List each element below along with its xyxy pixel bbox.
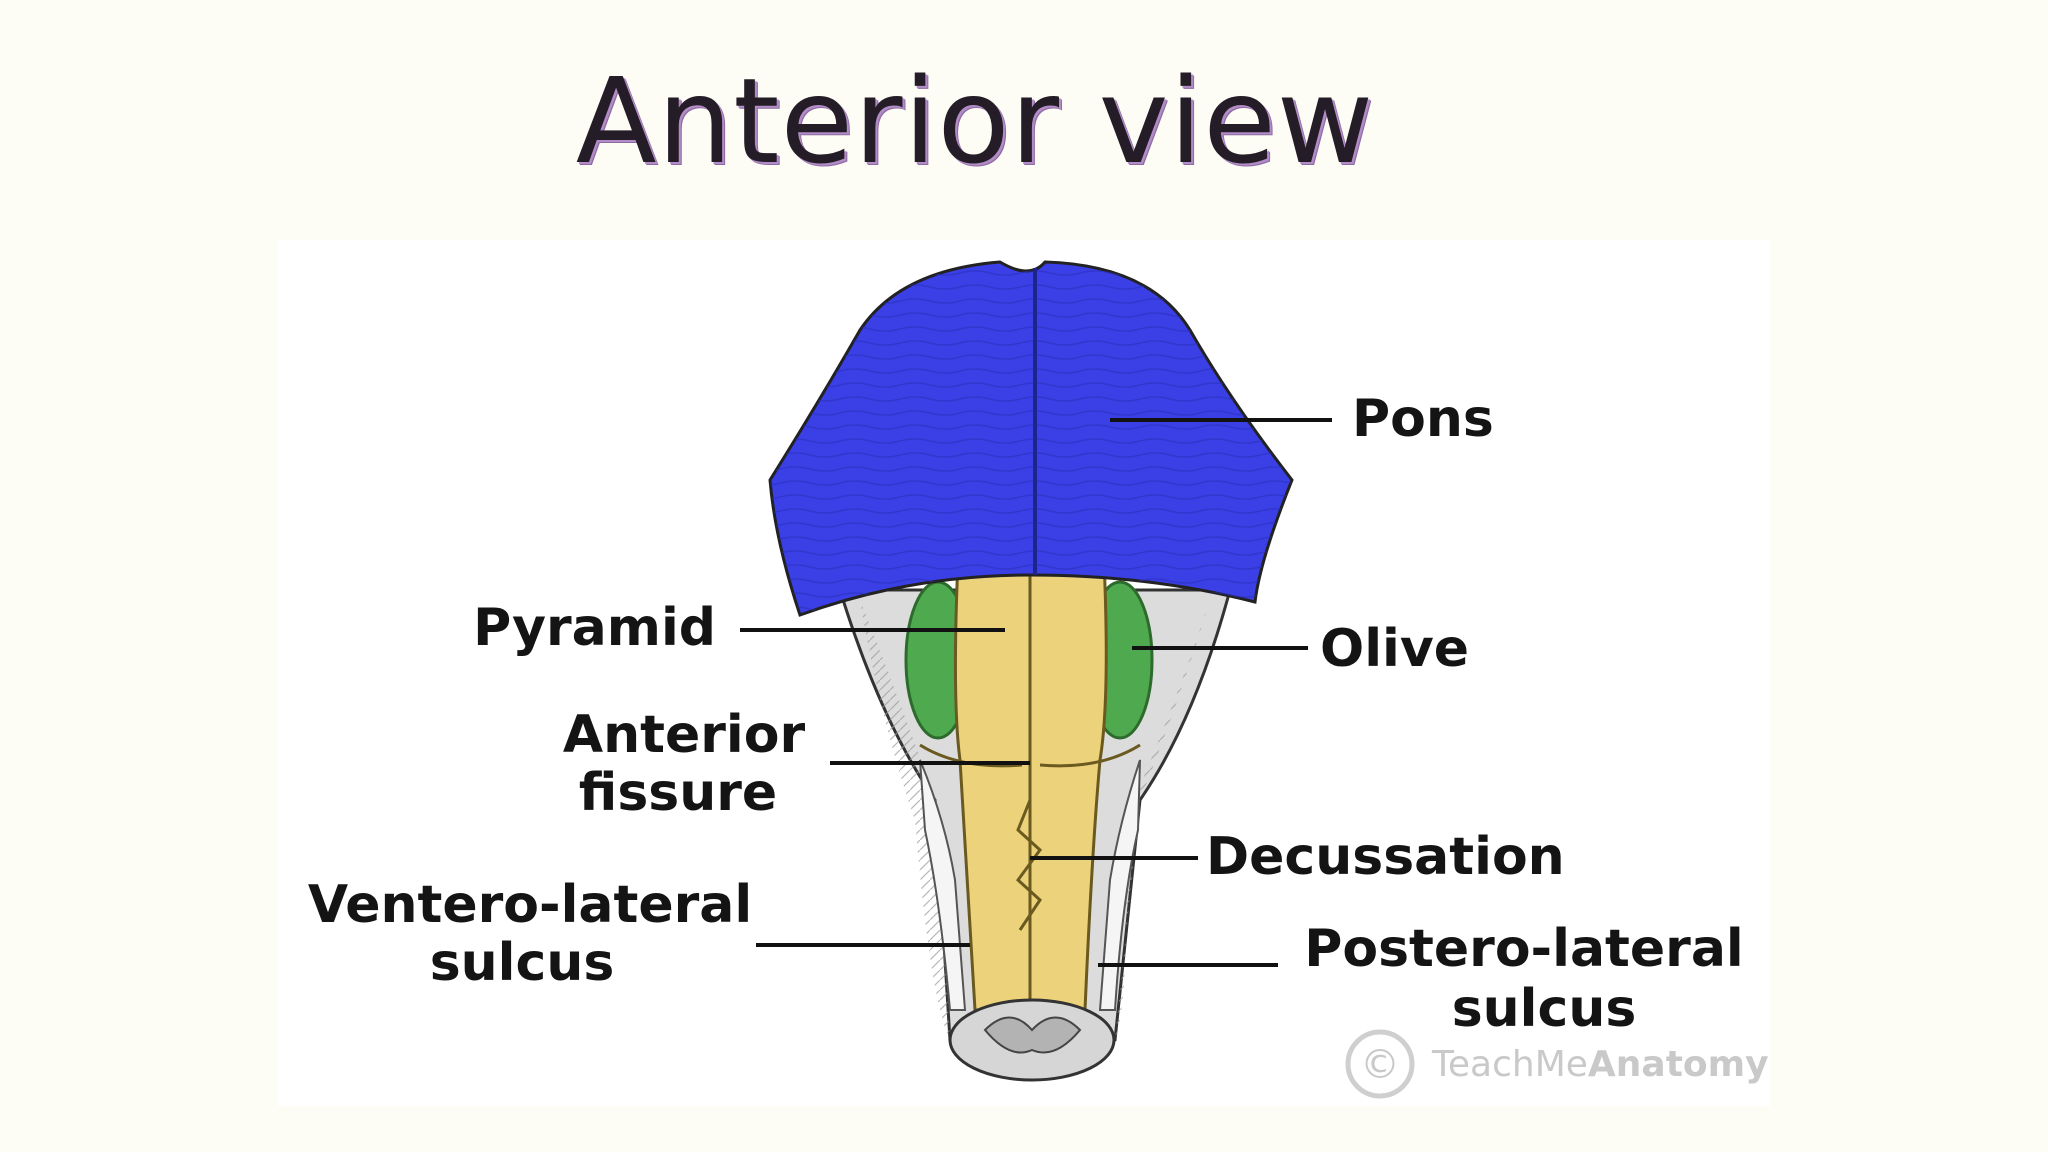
slide-title: Anterior view bbox=[575, 52, 1375, 190]
label-olive: Olive bbox=[1320, 619, 1469, 679]
watermark-brand-bold: Anatomy bbox=[1588, 1044, 1769, 1085]
label-anterior-fissure-2: fissure bbox=[579, 763, 777, 823]
label-ventero-lateral-1: Ventero-lateral bbox=[308, 875, 752, 935]
pyramid-left bbox=[953, 558, 1032, 1012]
lateral-column-right bbox=[1098, 759, 1141, 1011]
watermark-copyright-symbol: © bbox=[1360, 1042, 1400, 1088]
label-postero-lateral-2: sulcus bbox=[1452, 979, 1637, 1039]
watermark-brand: TeachMeAnatomy bbox=[1431, 1044, 1769, 1085]
label-ventero-lateral-2: sulcus bbox=[430, 933, 615, 993]
label-pons: Pons bbox=[1352, 389, 1494, 449]
label-pyramid: Pyramid bbox=[473, 598, 716, 658]
medulla-shading-left bbox=[860, 600, 950, 1040]
label-decussation: Decussation bbox=[1206, 827, 1565, 887]
arcuate-fibers-right bbox=[1039, 743, 1141, 768]
label-anterior-fissure-1: Anterior bbox=[563, 705, 806, 765]
pons-fiber-texture bbox=[770, 262, 1292, 615]
label-postero-lateral-1: Postero-lateral bbox=[1304, 919, 1743, 979]
watermark-brand-light: TeachMe bbox=[1431, 1044, 1588, 1085]
lateral-column-left bbox=[919, 759, 967, 1011]
spinal-cord-grey-matter bbox=[983, 1016, 1082, 1054]
decussation-zigzag bbox=[1015, 799, 1043, 931]
copyright-icon bbox=[1345, 1029, 1415, 1099]
